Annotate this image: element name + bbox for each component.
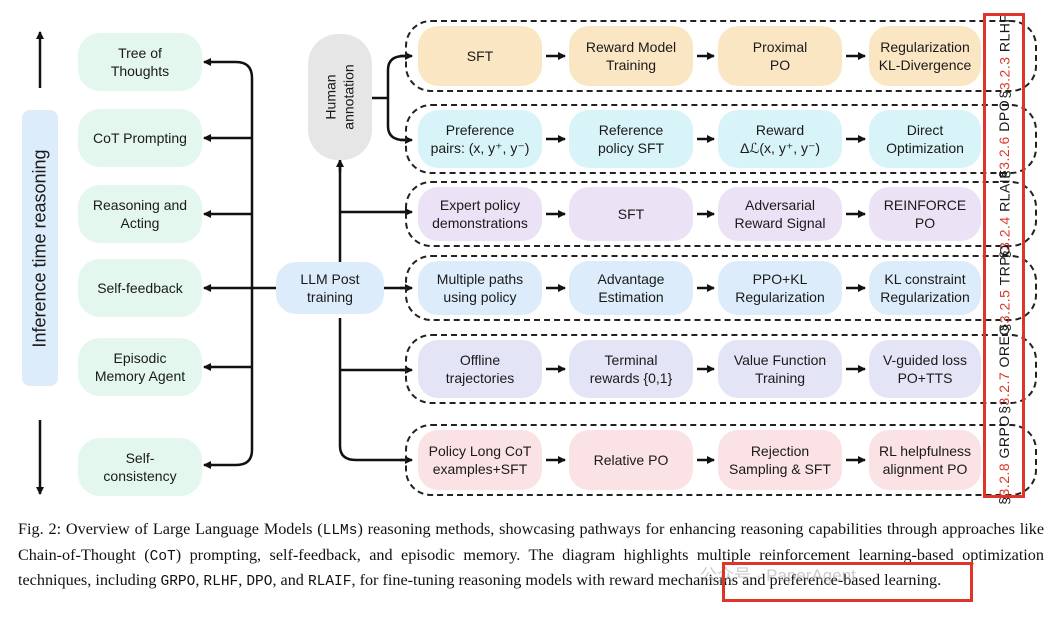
step-4-3: V-guided loss PO+TTS xyxy=(869,340,981,398)
side-label-text: Inference time reasoning xyxy=(29,148,50,348)
watermark: 公众号 · PaperAgent xyxy=(700,566,856,585)
step-2-0: Expert policy demonstrations xyxy=(418,187,542,241)
figure-caption: Fig. 2: Overview of Large Language Model… xyxy=(18,520,1045,590)
step-4-2: Value Function Training xyxy=(718,340,842,398)
step-4-0: Offline trajectories xyxy=(418,340,542,398)
step-0-3: Regularization KL-Divergence xyxy=(869,26,981,86)
step-3-1: Advantage Estimation xyxy=(569,261,693,315)
left-bracket xyxy=(206,60,276,467)
right-bracket xyxy=(338,54,405,462)
node-self-consistency: Self- consistency xyxy=(78,438,202,496)
step-2-3: REINFORCE PO xyxy=(869,187,981,241)
method-row-1 xyxy=(405,104,1037,174)
step-3-2: PPO+KL Regularization xyxy=(718,261,842,315)
step-3-0: Multiple paths using policy xyxy=(418,261,542,315)
node-episodic-memory-agent: Episodic Memory Agent xyxy=(78,338,202,396)
node-llm-post-training: LLM Post training xyxy=(276,262,384,314)
method-row-2 xyxy=(405,181,1037,247)
step-3-3: KL constraint Regularization xyxy=(869,261,981,315)
method-row-5 xyxy=(405,424,1037,496)
step-1-1: Reference policy SFT xyxy=(569,110,693,168)
step-5-1: Relative PO xyxy=(569,430,693,490)
step-5-3: RL helpfulness alignment PO xyxy=(869,430,981,490)
inference-time-reasoning-label: Inference time reasoning xyxy=(22,110,58,386)
step-arrows xyxy=(546,52,866,464)
method-row-0 xyxy=(405,20,1037,92)
section-highlight-box xyxy=(983,13,1025,498)
method-row-4 xyxy=(405,334,1037,404)
step-0-2: Proximal PO xyxy=(718,26,842,86)
step-2-1: SFT xyxy=(569,187,693,241)
reasoning-methods-diagram: Inference time reasoning Tree of Thought… xyxy=(22,13,1037,505)
step-1-2: Reward Δℒ(x, y⁺, y⁻) xyxy=(718,110,842,168)
node-tree-of-thoughts: Tree of Thoughts xyxy=(78,33,202,91)
step-1-3: Direct Optimization xyxy=(869,110,981,168)
step-4-1: Terminal rewards {0,1} xyxy=(569,340,693,398)
node-cot-prompting: CoT Prompting xyxy=(78,109,202,167)
step-2-2: Adversarial Reward Signal xyxy=(718,187,842,241)
step-5-0: Policy Long CoT examples+SFT xyxy=(418,430,542,490)
caption-highlight-box xyxy=(722,562,973,602)
node-human-annotation: Human annotation xyxy=(308,34,372,160)
step-0-1: Reward Model Training xyxy=(569,26,693,86)
node-self-feedback: Self-feedback xyxy=(78,259,202,317)
step-5-2: Rejection Sampling & SFT xyxy=(718,430,842,490)
node-reasoning-and-acting: Reasoning and Acting xyxy=(78,185,202,243)
step-0-0: SFT xyxy=(418,26,542,86)
method-row-3 xyxy=(405,255,1037,321)
step-1-0: Preference pairs: (x, y⁺, y⁻) xyxy=(418,110,542,168)
connector-lines xyxy=(36,31,866,495)
